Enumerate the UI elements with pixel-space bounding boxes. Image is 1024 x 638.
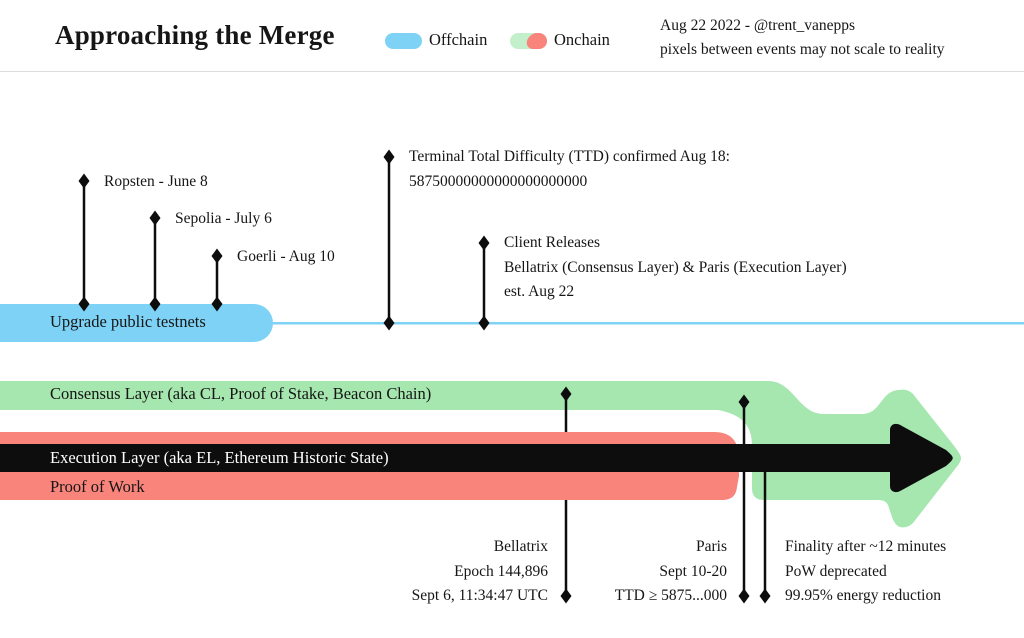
legend-offchain-swatch bbox=[385, 33, 422, 49]
event-diamond bbox=[211, 296, 223, 312]
byline-disclaimer: pixels between events may not scale to r… bbox=[660, 41, 945, 58]
legend-offchain-label: Offchain bbox=[429, 30, 488, 49]
event-label-client-releases: Client Releases Bellatrix (Consensus Lay… bbox=[504, 231, 847, 305]
execution-layer-arrow bbox=[0, 423, 953, 493]
legend-onchain-swatch-red bbox=[525, 33, 547, 49]
finality-line3: 99.95% energy reduction bbox=[785, 587, 941, 604]
event-diamond bbox=[211, 248, 223, 264]
ttd-value: 58750000000000000000000 bbox=[409, 172, 588, 190]
legend-onchain-swatch bbox=[510, 33, 547, 49]
event-diamond bbox=[78, 296, 90, 312]
offchain-testnets-bar bbox=[0, 304, 273, 342]
event-diamond bbox=[478, 315, 490, 331]
event-diamond bbox=[738, 588, 750, 604]
offchain-track-label: Upgrade public testnets bbox=[50, 312, 206, 331]
page-title: Approaching the Merge bbox=[55, 20, 335, 50]
onchain-milestone-diamonds bbox=[560, 386, 771, 604]
event-diamond bbox=[149, 210, 161, 226]
finality-line1: Finality after ~12 minutes bbox=[785, 538, 947, 555]
paris-name: Paris bbox=[696, 538, 727, 555]
pow-track-label: Proof of Work bbox=[50, 477, 145, 496]
bellatrix-epoch: Epoch 144,896 bbox=[454, 562, 548, 580]
event-label-goerli: Goerli - Aug 10 bbox=[237, 248, 335, 265]
client-line1: Client Releases bbox=[504, 234, 600, 251]
bellatrix-date: Sept 6, 11:34:47 UTC bbox=[411, 587, 548, 604]
offchain-event-stems bbox=[82, 157, 486, 323]
header-divider bbox=[0, 71, 1024, 72]
event-label-ropsten: Ropsten - June 8 bbox=[104, 173, 208, 190]
event-diamond bbox=[383, 315, 395, 331]
execution-track-label: Execution Layer (aka EL, Ethereum Histor… bbox=[50, 448, 389, 467]
event-label-sepolia: Sepolia - July 6 bbox=[175, 210, 272, 227]
legend-onchain-label: Onchain bbox=[554, 30, 610, 49]
paris-ttd: TTD ≥ 5875...000 bbox=[614, 587, 727, 604]
finality-line2: PoW deprecated bbox=[785, 562, 887, 580]
ttd-line1: Terminal Total Difficulty (TTD) confirme… bbox=[409, 148, 730, 165]
milestone-bellatrix: Bellatrix Epoch 144,896 Sept 6, 11:34:47… bbox=[298, 535, 548, 609]
event-diamond bbox=[560, 588, 572, 604]
consensus-track-label: Consensus Layer (aka CL, Proof of Stake,… bbox=[50, 384, 432, 403]
event-diamond bbox=[149, 296, 161, 312]
paris-date: Sept 10-20 bbox=[659, 562, 727, 580]
event-diamond bbox=[759, 588, 771, 604]
event-diamond bbox=[560, 386, 572, 402]
milestone-finality: Finality after ~12 minutes PoW deprecate… bbox=[785, 535, 946, 609]
offchain-continuation-line bbox=[273, 322, 1024, 325]
event-diamond bbox=[78, 173, 90, 189]
offchain-event-diamonds bbox=[78, 149, 490, 331]
bellatrix-name: Bellatrix bbox=[493, 538, 548, 555]
event-diamond bbox=[383, 149, 395, 165]
client-line2: Bellatrix (Consensus Layer) & Paris (Exe… bbox=[504, 258, 847, 276]
milestone-paris: Paris Sept 10-20 TTD ≥ 5875...000 bbox=[477, 535, 727, 609]
event-diamond bbox=[738, 394, 750, 410]
byline: Aug 22 2022 - @trent_vanepps pixels betw… bbox=[660, 14, 945, 62]
byline-date-author: Aug 22 2022 - @trent_vanepps bbox=[660, 17, 856, 34]
event-label-ttd: Terminal Total Difficulty (TTD) confirme… bbox=[409, 145, 730, 194]
event-diamond bbox=[478, 235, 490, 251]
client-line3: est. Aug 22 bbox=[504, 283, 575, 300]
